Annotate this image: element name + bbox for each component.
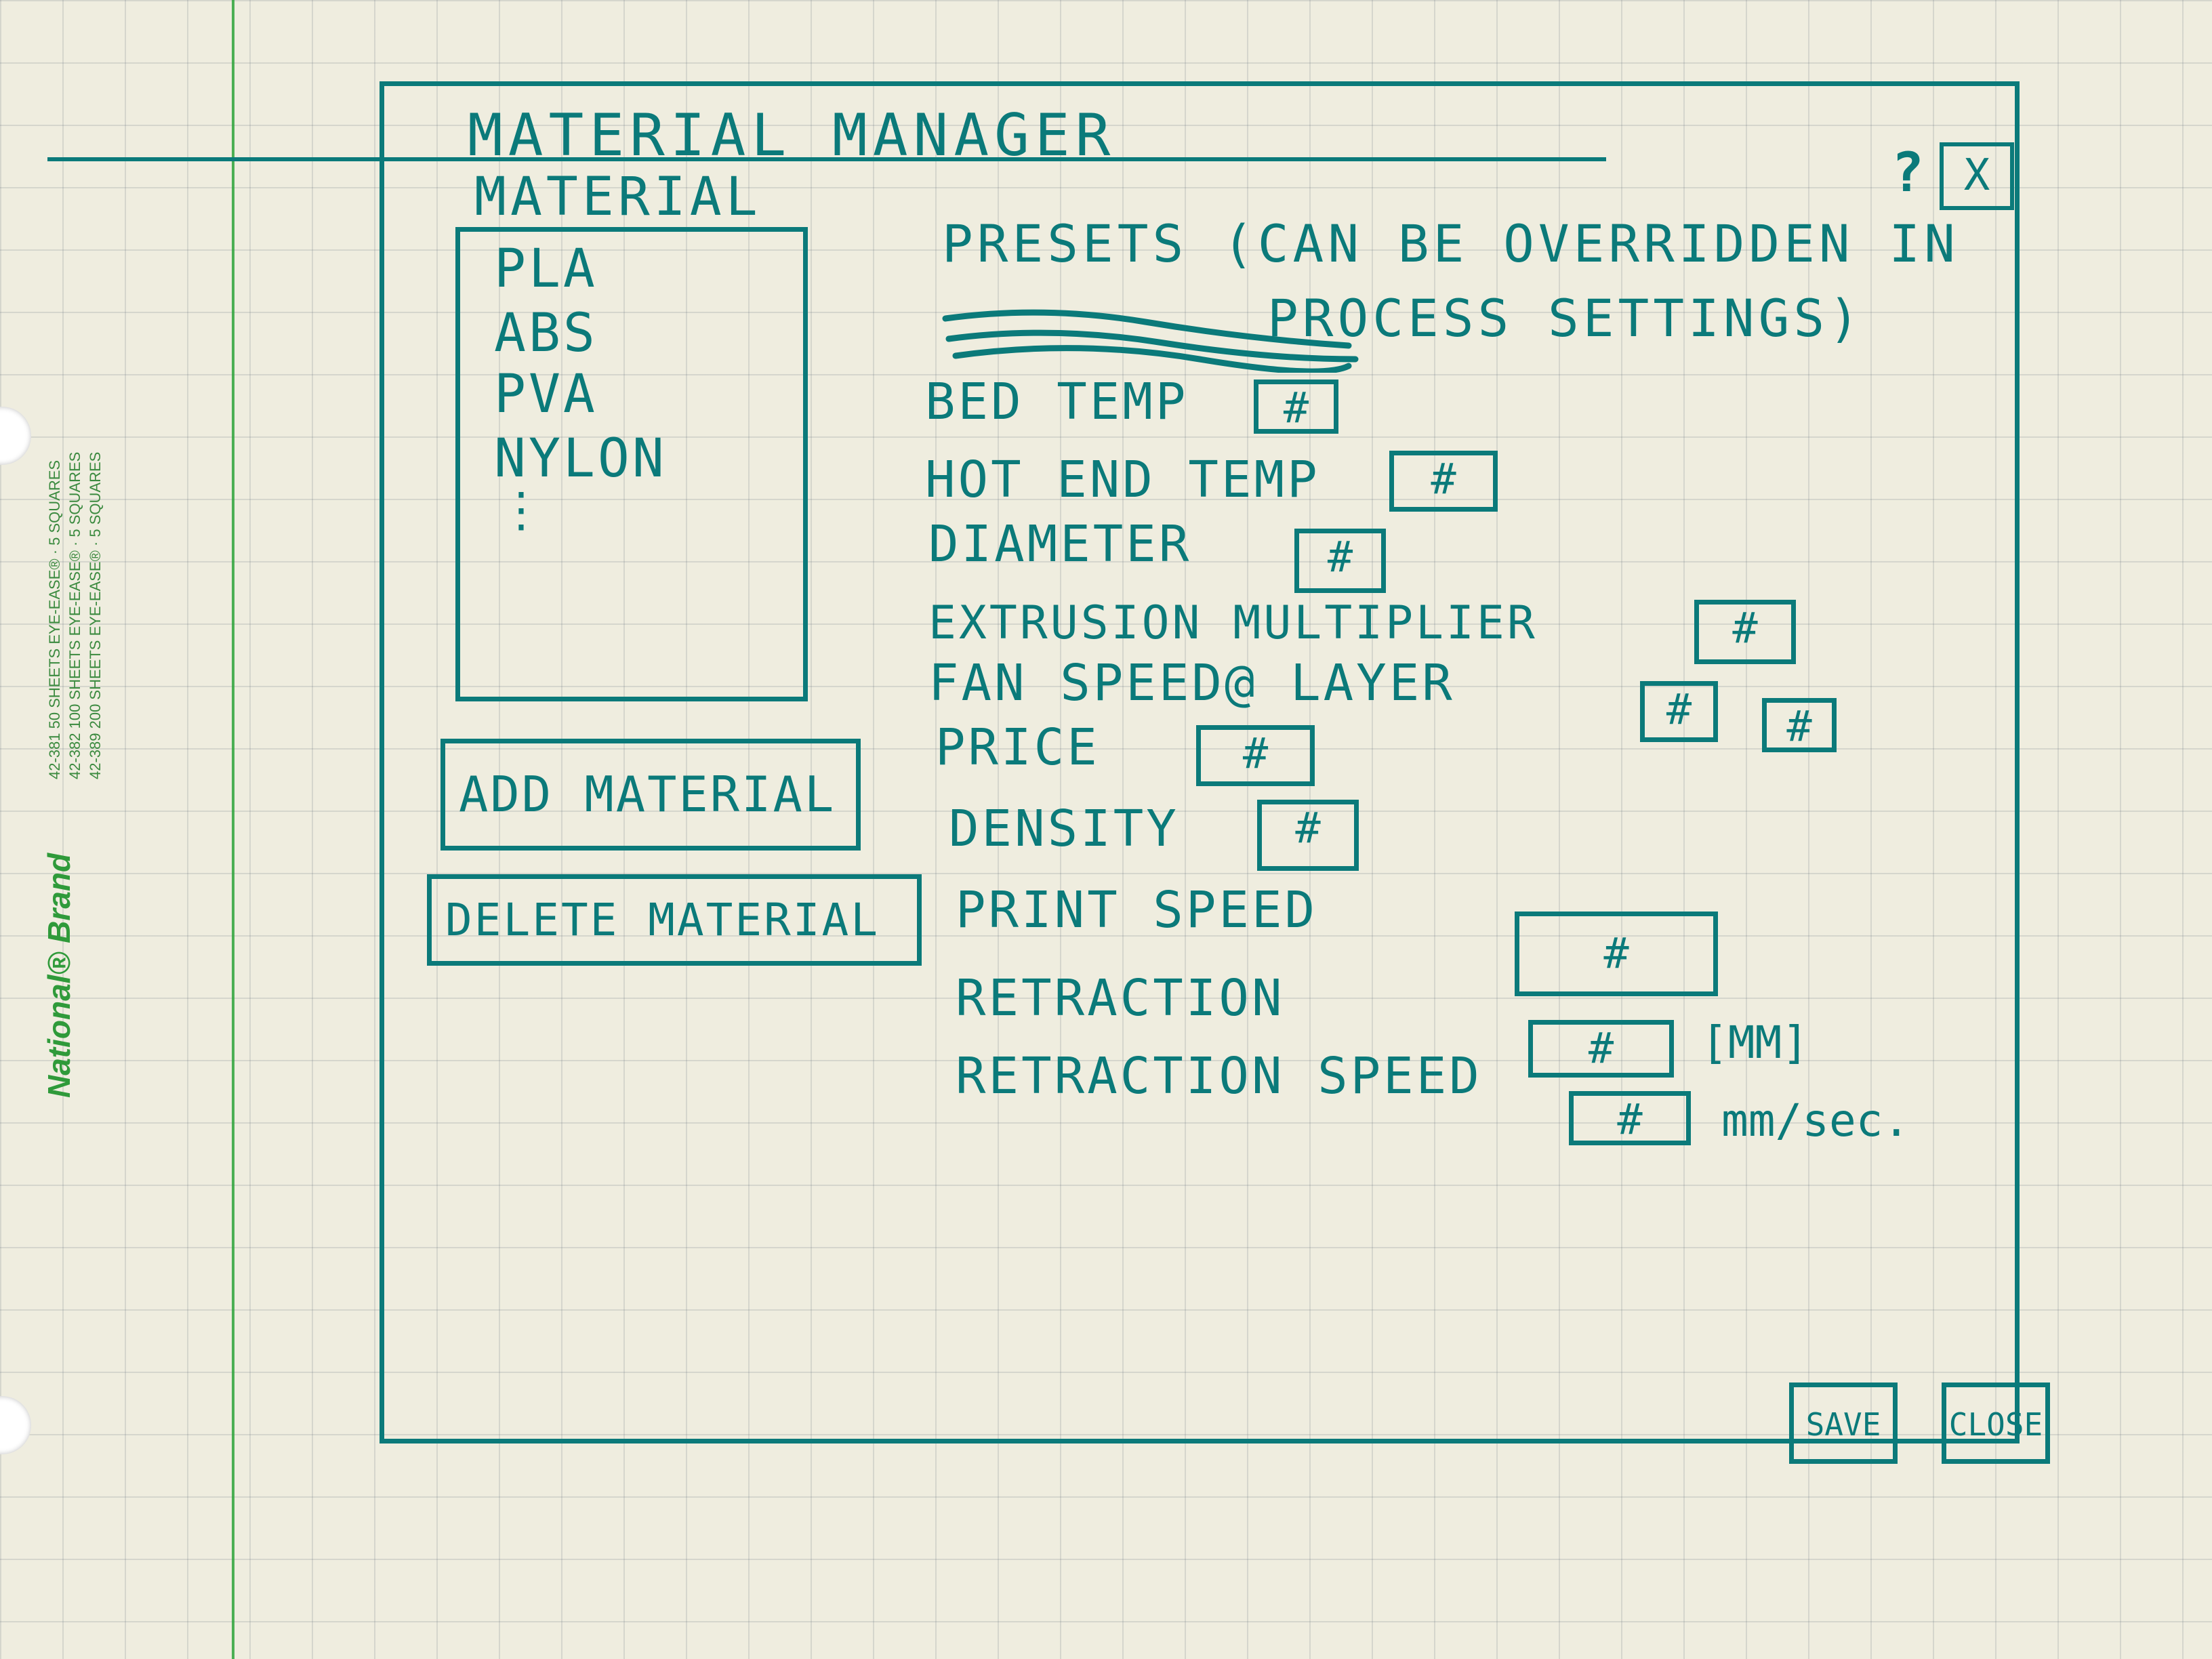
more-items-ellipsis: ⋮ — [497, 482, 545, 537]
density-input[interactable]: # — [1257, 800, 1359, 871]
extrusion-multiplier-input[interactable]: # — [1694, 600, 1796, 664]
bed-temp-label: Bed TEMP — [925, 373, 1189, 431]
diameter-input[interactable]: # — [1294, 529, 1386, 593]
retraction-unit: [mm] — [1701, 1017, 1809, 1069]
print-speed-input[interactable]: # — [1515, 912, 1718, 996]
delete-material-button[interactable]: DELETE MATERIAL — [427, 874, 922, 966]
help-button[interactable]: ? — [1891, 141, 1925, 204]
titlebar-divider — [47, 157, 1606, 161]
list-item[interactable]: NYLON — [494, 428, 667, 489]
list-item[interactable]: ABS — [494, 303, 598, 364]
paper-margin-line — [232, 0, 234, 1659]
retraction-speed-unit: mm/sec. — [1721, 1094, 1910, 1147]
list-item[interactable]: PVA — [494, 364, 598, 425]
price-input[interactable]: # — [1196, 725, 1315, 786]
window-title: MATERIAL MANAGER — [468, 102, 1116, 169]
binder-hole — [0, 1396, 31, 1454]
list-item[interactable]: PLA — [494, 239, 598, 300]
density-label: DENSITY — [949, 800, 1179, 858]
crossed-out-text-scribble — [942, 309, 1359, 373]
add-material-button[interactable]: ADD MATERIAL — [441, 739, 861, 851]
binder-hole — [0, 407, 31, 465]
fan-speed-layer-label: FAN SPEED@ LAYER — [928, 654, 1455, 712]
retraction-input[interactable]: # — [1528, 1020, 1674, 1078]
retraction-speed-input[interactable]: # — [1569, 1091, 1691, 1145]
close-button[interactable]: CLOSE — [1942, 1382, 2050, 1464]
presets-heading: PRESETS (CAN BE OVERRIDDEN IN PROCESS SE… — [942, 207, 1959, 356]
material-list-label: MATERIAL — [474, 167, 762, 228]
material-manager-window — [380, 81, 2020, 1443]
print-speed-label: PRINT SPEED — [956, 881, 1318, 939]
close-icon[interactable]: x — [1940, 142, 2014, 210]
hot-end-temp-input[interactable]: # — [1389, 451, 1498, 512]
presets-heading-line1: PRESETS (CAN BE OVERRIDDEN IN — [942, 213, 1959, 274]
presets-heading-line2: PROCESS SETTINGS) — [1267, 288, 1864, 348]
price-label: PRICE — [935, 718, 1100, 777]
material-list[interactable]: PLA ABS PVA NYLON ⋮ — [455, 227, 808, 701]
hot-end-temp-label: HOT END TEMP — [925, 451, 1320, 509]
fan-layer-input[interactable]: # — [1762, 698, 1837, 752]
diameter-label: DIAMETER — [928, 515, 1192, 573]
bed-temp-input[interactable]: # — [1254, 380, 1338, 434]
retraction-label: RETRACTION — [956, 969, 1285, 1027]
extrusion-multiplier-label: EXTRUSION MULTIPLIER — [928, 596, 1538, 650]
retraction-speed-label: RETRACTION SPEED — [956, 1047, 1482, 1105]
fan-speed-input[interactable]: # — [1640, 681, 1718, 742]
save-button[interactable]: SAVE — [1789, 1382, 1898, 1464]
paper-sku-text: 42-381 50 SHEETS EYE-EASE® · 5 SQUARES 4… — [46, 451, 104, 779]
paper-brand-logo: National® Brand — [41, 853, 77, 1098]
